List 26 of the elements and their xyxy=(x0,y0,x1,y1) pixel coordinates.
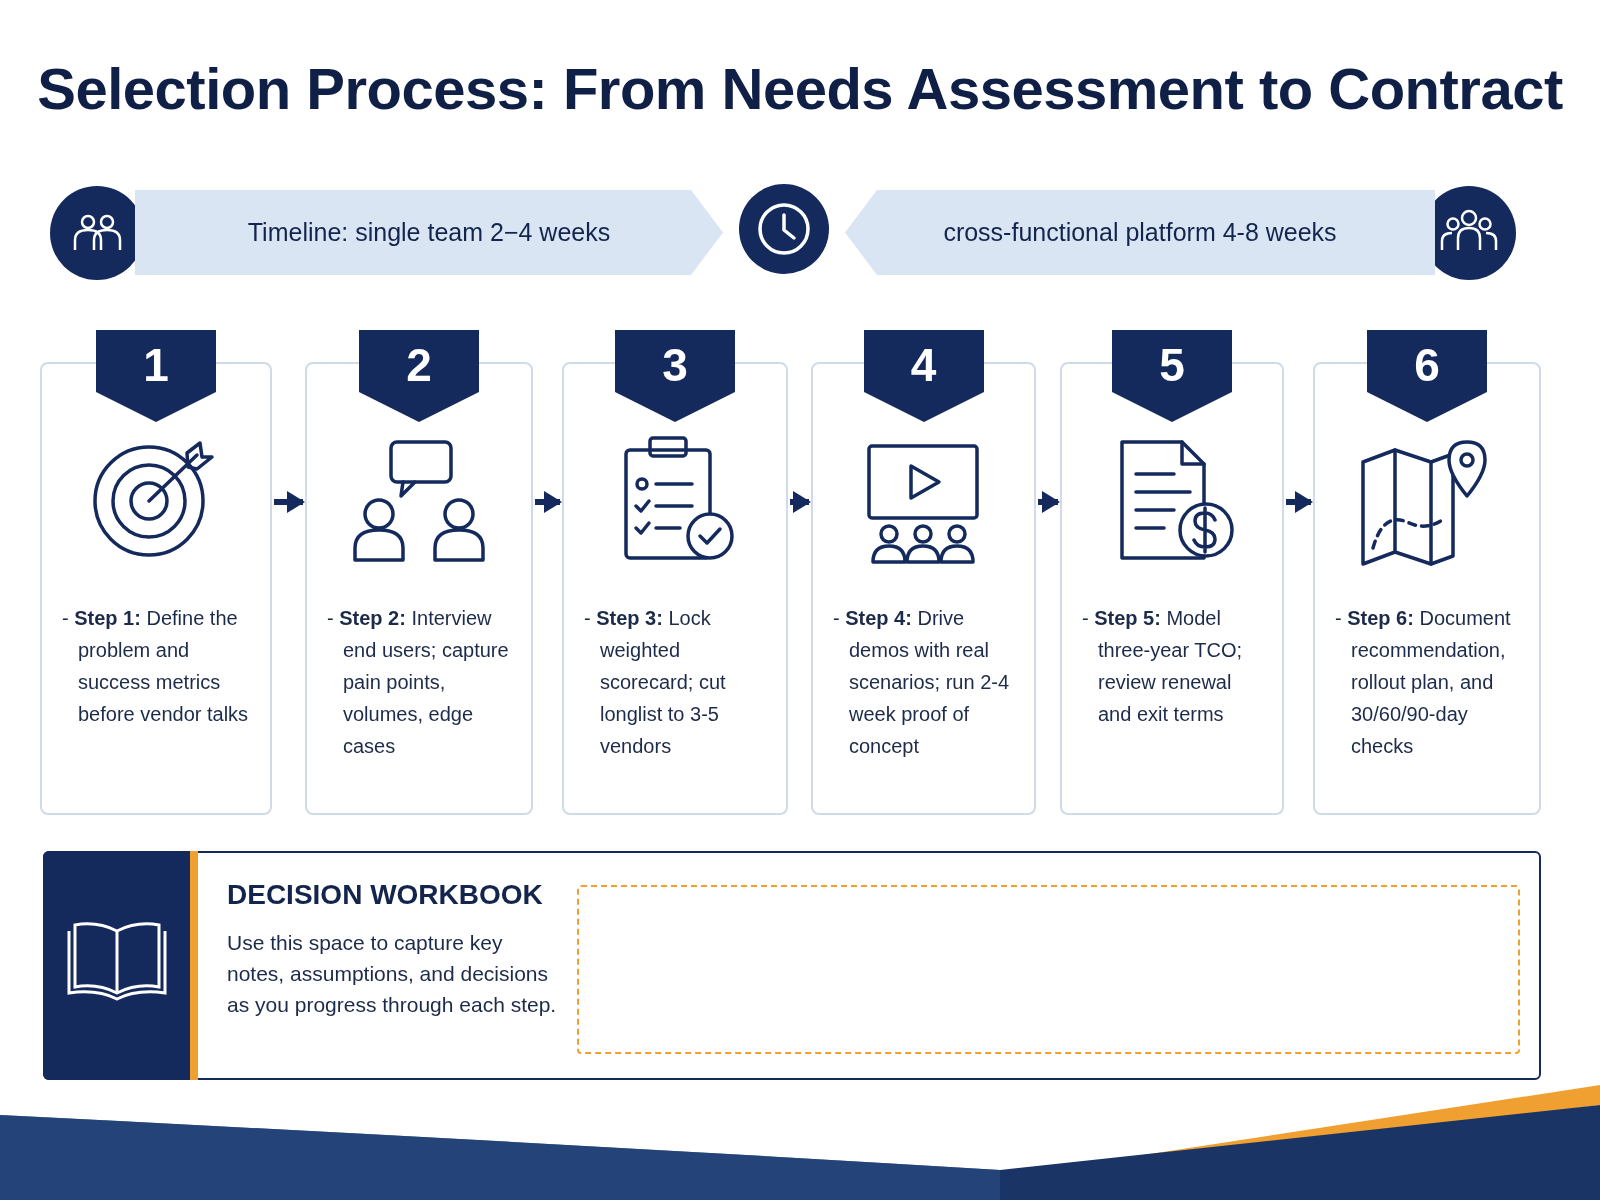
arrow xyxy=(274,491,305,513)
step-description: - Step 2: Interview end users; capture pain points, volumes, edge cases xyxy=(327,606,510,759)
arrow xyxy=(790,491,811,513)
panel-description: Use this space to capture key notes, assumptions, and decisions as you progress through each step. xyxy=(227,930,557,1018)
number-badge: 1 xyxy=(96,330,216,422)
title: Selection Process: From Needs Assessment to Contract xyxy=(36,55,1564,122)
workbook-panel xyxy=(43,851,1541,1080)
arrow xyxy=(535,491,562,513)
step-description: - Step 5: Model three-year TCO; review renewal and exit terms xyxy=(1082,606,1244,727)
number-badge: 3 xyxy=(615,330,735,422)
number-badge: 4 xyxy=(863,330,984,422)
step-description: - Step 4: Drive demos with real scenarios; run 2-4 week proof of concept xyxy=(833,606,1011,759)
number-badge: 2 xyxy=(359,330,479,422)
arrow xyxy=(1286,491,1313,513)
timeline-banner xyxy=(845,190,1435,275)
step-description: - Step 3: Lock weighted scorecard; cut longlist to 3-5 vendors xyxy=(584,606,727,759)
arrow xyxy=(1038,491,1060,513)
step-description: - Step 1: Define the problem and success metrics before vendor talks xyxy=(62,606,250,727)
notes-area xyxy=(577,885,1520,1054)
number-badge: 6 xyxy=(1367,330,1487,422)
timeline-banner xyxy=(135,190,723,275)
banner-label: Timeline: single team 2−4 weeks xyxy=(246,217,612,248)
banner-label: cross-functional platform 4-8 weeks xyxy=(942,217,1338,248)
number-badge: 5 xyxy=(1112,330,1232,422)
panel-heading: DECISION WORKBOOK xyxy=(227,879,543,911)
step-description: - Step 6: Document recommendation, rollout plan, and 30/60/90-day checks xyxy=(1335,606,1512,759)
